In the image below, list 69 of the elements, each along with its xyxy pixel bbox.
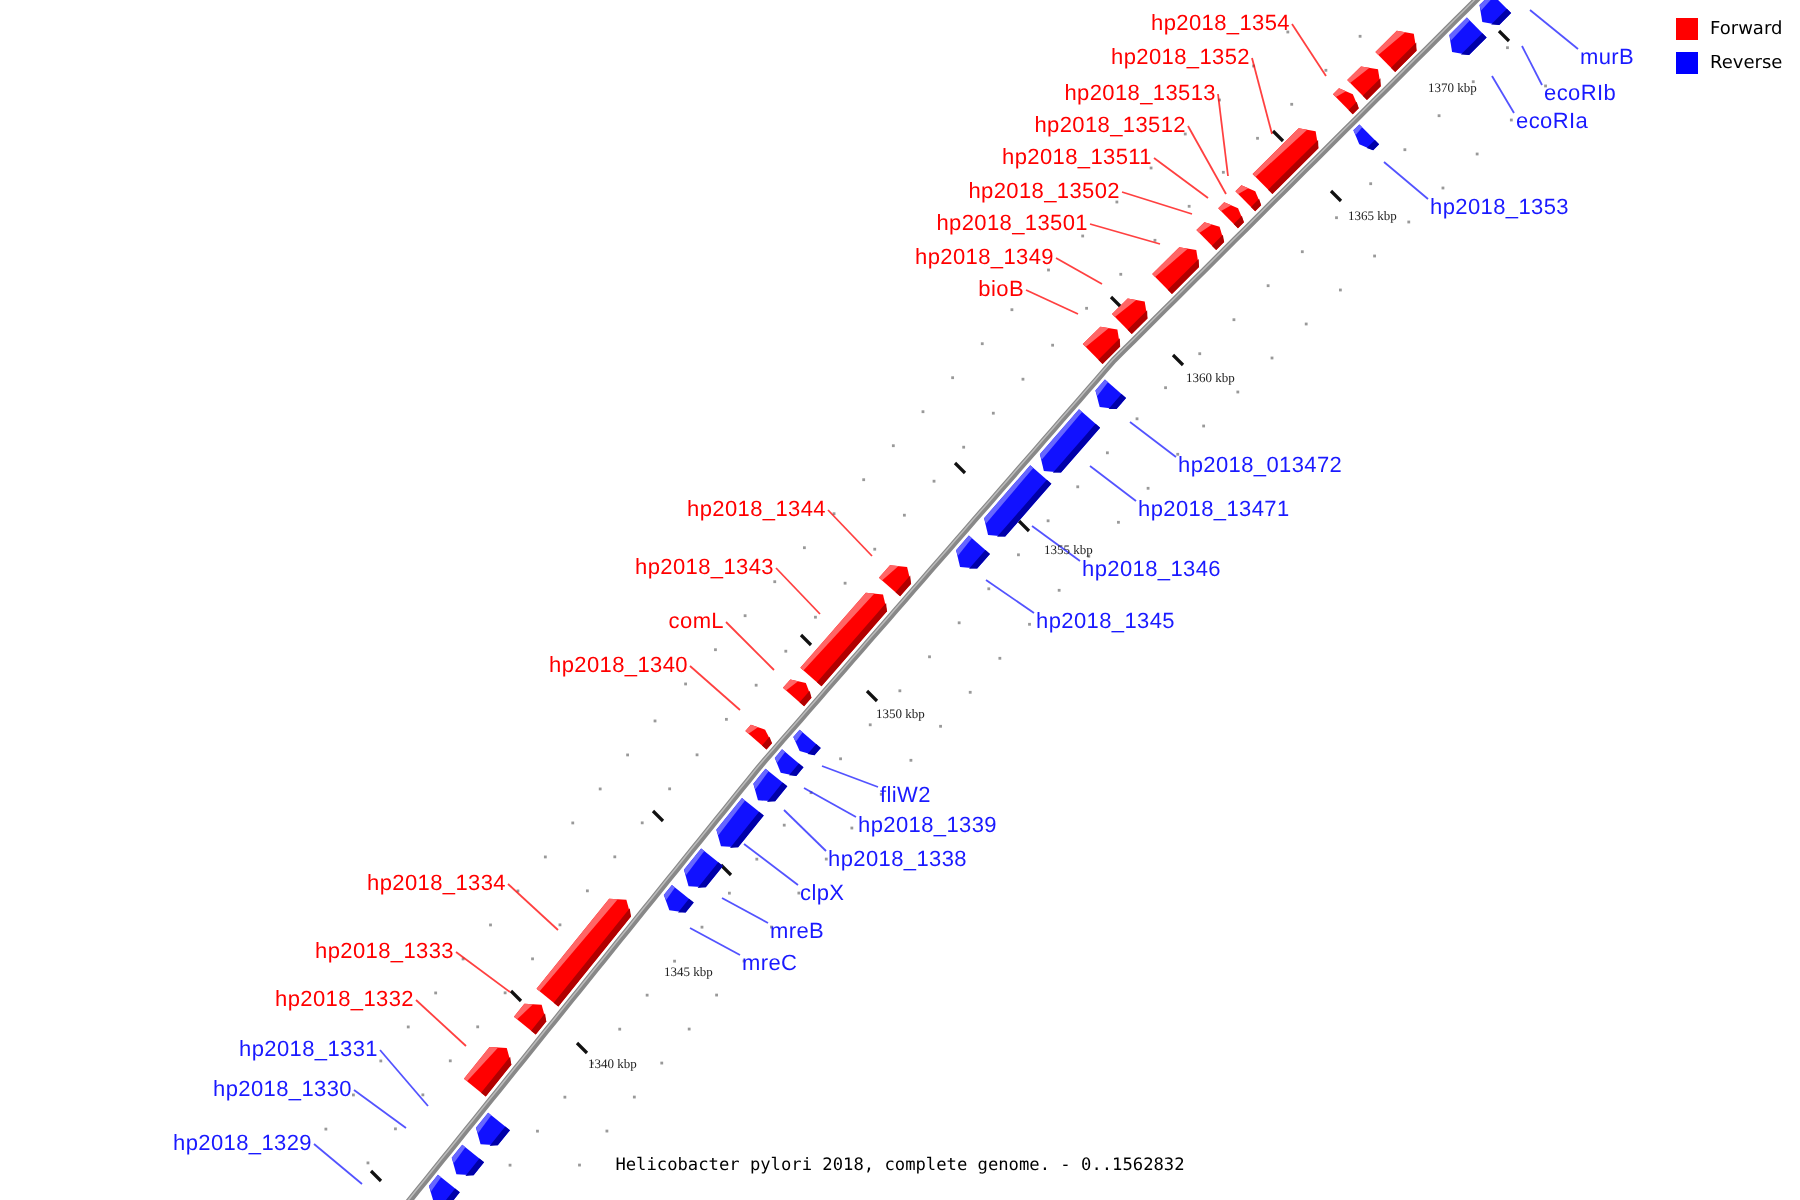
gene-label: hp2018_013472 — [1178, 453, 1343, 479]
leader-line — [379, 1049, 429, 1107]
leader-line — [1025, 289, 1079, 315]
leader-line — [455, 951, 511, 993]
gene-label: hp2018_1331 — [239, 1037, 378, 1063]
leader-line — [1121, 191, 1193, 215]
gene-label: hp2018_1344 — [687, 497, 826, 523]
leader-line — [689, 665, 741, 711]
leader-line — [507, 883, 559, 931]
gene-label: ecoRIa — [1516, 109, 1589, 135]
gene-label: hp2018_1329 — [173, 1131, 312, 1157]
leader-line — [783, 809, 827, 852]
gene-label: hp2018_1334 — [367, 871, 506, 897]
leader-line — [1153, 157, 1209, 199]
gene-label: hp2018_1353 — [1430, 195, 1569, 221]
gene-label: hp2018_1349 — [915, 245, 1054, 271]
gene-label: hp2018_1332 — [275, 987, 414, 1013]
leader-line — [775, 567, 821, 615]
leader-line — [353, 1089, 407, 1129]
gene-label: murB — [1580, 45, 1635, 71]
gene-label: hp2018_1345 — [1036, 609, 1175, 635]
gene-label: bioB — [978, 277, 1024, 303]
gene-label: hp2018_1352 — [1111, 45, 1250, 71]
leader-line — [1089, 465, 1137, 502]
gene-label: mreB — [770, 919, 825, 945]
leader-line — [415, 999, 467, 1047]
gene-label: ecoRIb — [1544, 81, 1617, 107]
leader-line — [743, 843, 799, 886]
gene-label: hp2018_1340 — [549, 653, 688, 679]
gene-label: hp2018_1346 — [1082, 557, 1221, 583]
leader-line — [721, 897, 769, 924]
gene-label: comL — [668, 609, 724, 635]
leader-line — [1383, 161, 1429, 200]
leader-line — [1089, 223, 1161, 245]
gene-label: clpX — [800, 881, 845, 907]
leader-line — [1187, 125, 1227, 195]
legend-label: Forward — [1710, 18, 1783, 42]
gene-label: hp2018_1338 — [828, 847, 967, 873]
leader-line — [313, 1143, 363, 1185]
gene-label: hp2018_13502 — [968, 179, 1120, 205]
leader-line — [1129, 421, 1177, 458]
gene-label: hp2018_13512 — [1034, 113, 1186, 139]
leader-line — [827, 509, 873, 557]
leader-line — [1251, 57, 1273, 135]
leader-line — [821, 765, 879, 788]
gene-label: mreC — [742, 951, 798, 977]
leader-line — [1217, 93, 1229, 177]
gene-label: hp2018_1343 — [635, 555, 774, 581]
leader-line — [725, 621, 775, 671]
leader-line — [803, 787, 857, 818]
leader-line — [1031, 525, 1081, 562]
leader-line — [689, 927, 741, 956]
gene-label: hp2018_13513 — [1064, 81, 1216, 107]
caption: Helicobacter pylori 2018, complete genome. - 0..1562832 — [615, 1156, 1185, 1178]
gene-label: hp2018_13501 — [936, 211, 1088, 237]
legend-label: Reverse — [1710, 52, 1783, 76]
gene-label: hp2018_1333 — [315, 939, 454, 965]
leader-line — [1529, 9, 1579, 50]
gene-label: hp2018_1354 — [1151, 11, 1290, 37]
gene-label: hp2018_13511 — [1002, 145, 1152, 171]
gene-label: hp2018_1339 — [858, 813, 997, 839]
gene-label: hp2018_13471 — [1138, 497, 1290, 523]
leader-line — [1055, 257, 1103, 285]
leader-line — [1491, 75, 1515, 114]
leader-line — [985, 579, 1035, 614]
leader-line — [1291, 23, 1327, 77]
leader-line — [1521, 45, 1543, 86]
gene-label: hp2018_1330 — [213, 1077, 352, 1103]
gene-label: fliW2 — [880, 783, 931, 809]
